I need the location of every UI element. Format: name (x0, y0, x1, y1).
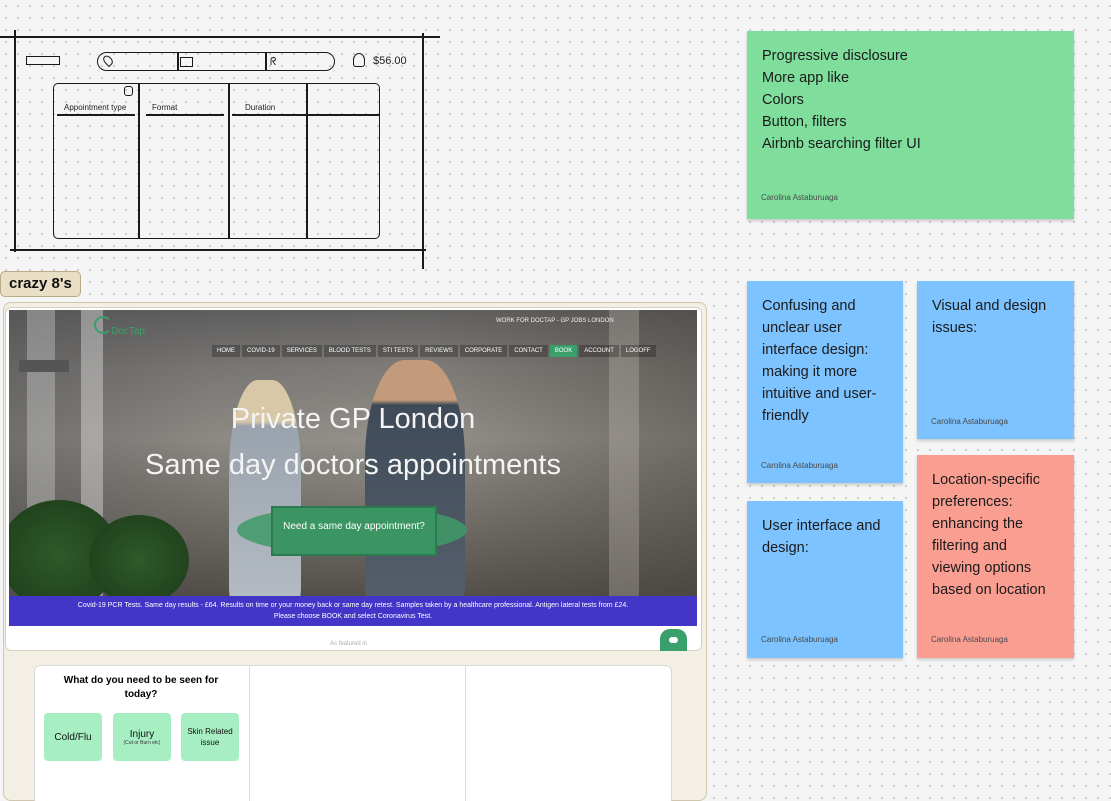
stethoscope-icon: ᖇ (270, 56, 277, 68)
option-skin[interactable]: Skin Related issue (181, 713, 239, 761)
column-header: Duration (245, 103, 276, 112)
sticky-note-location[interactable]: Location-specific preferences: enhancing… (917, 455, 1074, 658)
hero-title: Private GP London (230, 403, 476, 435)
note-author: Carolina Astaburuaga (761, 635, 838, 644)
nav-sti-tests[interactable]: STI TESTS (377, 345, 419, 357)
note-author: Carolina Astaburuaga (761, 461, 838, 470)
main-nav: HOME COVID-19 SERVICES BLOOD TESTS STI T… (212, 345, 658, 357)
nav-reviews[interactable]: REVIEWS (420, 345, 458, 357)
book-appointment-button[interactable]: Need a same day appointment? (271, 506, 437, 556)
featured-label: As featured in (330, 641, 368, 647)
note-text: User interface and design: (762, 518, 881, 556)
nav-services[interactable]: SERVICES (281, 345, 322, 357)
nav-home[interactable]: HOME (212, 345, 240, 357)
note-author: Carolina Astaburuaga (931, 417, 1008, 426)
sticky-note-ui-design[interactable]: User interface and design: Carolina Asta… (747, 501, 903, 658)
bag-icon (353, 53, 365, 67)
lock-icon (124, 86, 133, 96)
question-title: What do you need to be seen for today? (63, 675, 219, 700)
logo-icon (94, 316, 112, 334)
menu-icon (26, 56, 60, 65)
option-label: Injury (129, 728, 155, 740)
option-label: Cold/Flu (54, 731, 92, 743)
nav-logoff[interactable]: LOGOFF (620, 345, 656, 357)
nav-account[interactable]: ACCOUNT (579, 345, 619, 357)
column-header: Format (152, 103, 178, 112)
jobs-link[interactable]: WORK FOR DOCTAP - GP JOBS LONDON (496, 318, 614, 324)
sticky-note-visual-issues[interactable]: Visual and design issues: Carolina Astab… (917, 281, 1074, 439)
card-icon (180, 57, 193, 67)
option-cold-flu[interactable]: Cold/Flu (44, 713, 102, 761)
covid-banner: Covid-19 PCR Tests. Same day results - £… (9, 596, 697, 626)
nav-covid[interactable]: COVID-19 (242, 345, 280, 357)
nav-contact[interactable]: CONTACT (509, 345, 548, 357)
sticky-note-ideas[interactable]: Progressive disclosure More app like Col… (747, 31, 1074, 219)
option-sublabel: (Cut or Burn etc) (123, 739, 161, 746)
note-author: Carolina Astaburuaga (761, 193, 838, 202)
note-text: Progressive disclosure More app like Col… (762, 48, 921, 152)
option-label: Skin Related issue (187, 727, 233, 747)
nav-corporate[interactable]: CORPORATE (459, 345, 508, 357)
table-sketch (53, 83, 380, 239)
wireframe-sketch: ᖇ $56.00 Appointment type Format Duratio… (0, 0, 445, 270)
note-text: Confusing and unclear user interface des… (762, 298, 877, 424)
option-injury[interactable]: Injury (Cut or Burn etc) (113, 713, 171, 761)
logo[interactable]: DocTap (111, 326, 145, 337)
price-label: $56.00 (373, 55, 407, 67)
section-label[interactable]: crazy 8's (0, 271, 81, 297)
nav-blood-tests[interactable]: BLOOD TESTS (323, 345, 376, 357)
note-text: Location-specific preferences: enhancing… (932, 472, 1046, 598)
search-bar-sketch (97, 52, 335, 71)
hero-subtitle: Same day doctors appointments (145, 449, 561, 481)
chat-icon[interactable] (660, 629, 687, 651)
note-author: Carolina Astaburuaga (931, 635, 1008, 644)
nav-book[interactable]: BOOK (549, 345, 578, 357)
cta-wrapper: Need a same day appointment? (237, 500, 467, 562)
sticky-note-confusing-ui[interactable]: Confusing and unclear user interface des… (747, 281, 903, 483)
column-header: Appointment type (64, 103, 127, 112)
note-text: Visual and design issues: (932, 298, 1047, 336)
